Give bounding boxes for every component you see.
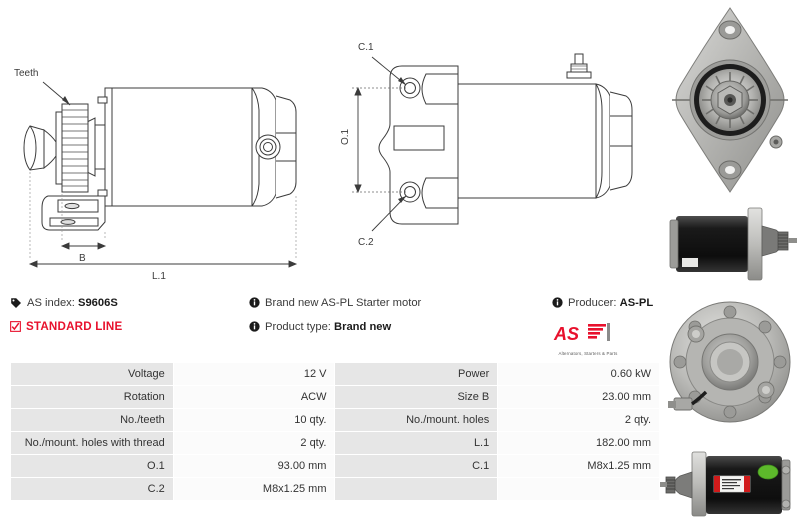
spec-value: 23.00 mm	[497, 385, 660, 409]
aspl-logo: AS	[553, 323, 610, 344]
spec-key-empty	[334, 477, 499, 501]
spec-value: 93.00 mm	[172, 454, 336, 478]
table-row: Voltage 12 V Power 0.60 kW	[10, 362, 660, 386]
spec-key: Power	[334, 362, 499, 386]
as-index-label: AS index:	[27, 297, 75, 309]
table-row: No./mount. holes with thread 2 qty. L.1 …	[10, 431, 660, 455]
aspl-logo-tagline: Alternators, Starters & Parts	[558, 350, 618, 356]
dimension-l1-label: L.1	[152, 271, 166, 282]
description-row: Brand new AS-PL Starter motor	[249, 296, 549, 310]
as-index-text: AS index: S9606S	[27, 296, 118, 310]
spec-key: Rotation	[10, 385, 174, 409]
spec-key: Voltage	[10, 362, 174, 386]
spec-key: No./mount. holes	[334, 408, 499, 432]
product-photo-column	[660, 0, 800, 523]
spec-value: 2 qty.	[497, 408, 660, 432]
product-photo-side-labelled[interactable]	[660, 446, 800, 523]
spec-value: 182.00 mm	[497, 431, 660, 455]
spec-value: 2 qty.	[172, 431, 336, 455]
info-column-description: Brand new AS-PL Starter motor Product ty…	[249, 296, 549, 344]
spec-key: C.2	[10, 477, 174, 501]
spec-value: M8x1.25 mm	[172, 477, 336, 501]
info-icon	[249, 321, 260, 332]
info-column-producer: Producer: AS-PL AS Alternators, Starters…	[552, 296, 660, 356]
dimension-c2-label: C.2	[358, 237, 374, 248]
product-photo-side[interactable]	[660, 196, 800, 286]
info-icon	[249, 297, 260, 308]
teeth-label: Teeth	[14, 68, 38, 79]
front-view-drawing: C.1 C.2 O.1	[340, 42, 633, 248]
spec-key: C.1	[334, 454, 499, 478]
technical-drawings-panel: Teeth B L.1	[0, 0, 660, 292]
aspl-logo-text: AS	[553, 324, 579, 344]
spec-value-empty	[497, 477, 660, 501]
standard-line-badge: STANDARD LINE	[26, 320, 123, 333]
spec-key: O.1	[10, 454, 174, 478]
table-row: O.1 93.00 mm C.1 M8x1.25 mm	[10, 454, 660, 478]
spec-key: No./teeth	[10, 408, 174, 432]
product-type-label: Product type:	[265, 321, 331, 333]
info-icon	[552, 297, 563, 308]
tag-icon	[11, 298, 21, 308]
dimension-c1-label: C.1	[358, 42, 374, 53]
info-column-index: AS index: S9606S STANDARD LINE	[10, 296, 240, 344]
dimension-b-label: B	[79, 253, 86, 264]
spec-value: M8x1.25 mm	[497, 454, 660, 478]
description-text: Brand new AS-PL Starter motor	[265, 297, 422, 309]
product-photo-commutator-end[interactable]	[660, 286, 800, 446]
dimension-o1-label: O.1	[340, 128, 351, 145]
as-index-value: S9606S	[78, 297, 118, 309]
side-view-drawing: Teeth B L.1	[14, 68, 298, 282]
product-photo-drive-end[interactable]	[660, 2, 800, 198]
checkbox-checked-icon	[10, 321, 21, 332]
table-row: No./teeth 10 qty. No./mount. holes 2 qty…	[10, 408, 660, 432]
table-row: Rotation ACW Size B 23.00 mm	[10, 385, 660, 409]
as-index-row: AS index: S9606S	[10, 296, 240, 310]
producer-label: Producer:	[568, 297, 617, 309]
producer-value: AS-PL	[619, 297, 654, 309]
product-info-strip: AS index: S9606S STANDARD LINE Brand new…	[0, 296, 660, 358]
spec-key: L.1	[334, 431, 499, 455]
product-type-text: Product type: Brand new	[265, 320, 391, 334]
producer-text: Producer: AS-PL	[568, 296, 653, 310]
spec-key: Size B	[334, 385, 499, 409]
table-row: C.2 M8x1.25 mm	[10, 477, 660, 501]
spec-value: 10 qty.	[172, 408, 336, 432]
product-type-row: Product type: Brand new	[249, 320, 549, 334]
product-type-value: Brand new	[334, 321, 392, 333]
spec-value: ACW	[172, 385, 336, 409]
producer-row: Producer: AS-PL	[552, 296, 660, 310]
specifications-table: Voltage 12 V Power 0.60 kW Rotation ACW …	[10, 362, 660, 501]
standard-line-row: STANDARD LINE	[10, 320, 240, 334]
spec-value: 12 V	[172, 362, 336, 386]
spec-key: No./mount. holes with thread	[10, 431, 174, 455]
spec-value: 0.60 kW	[497, 362, 660, 386]
